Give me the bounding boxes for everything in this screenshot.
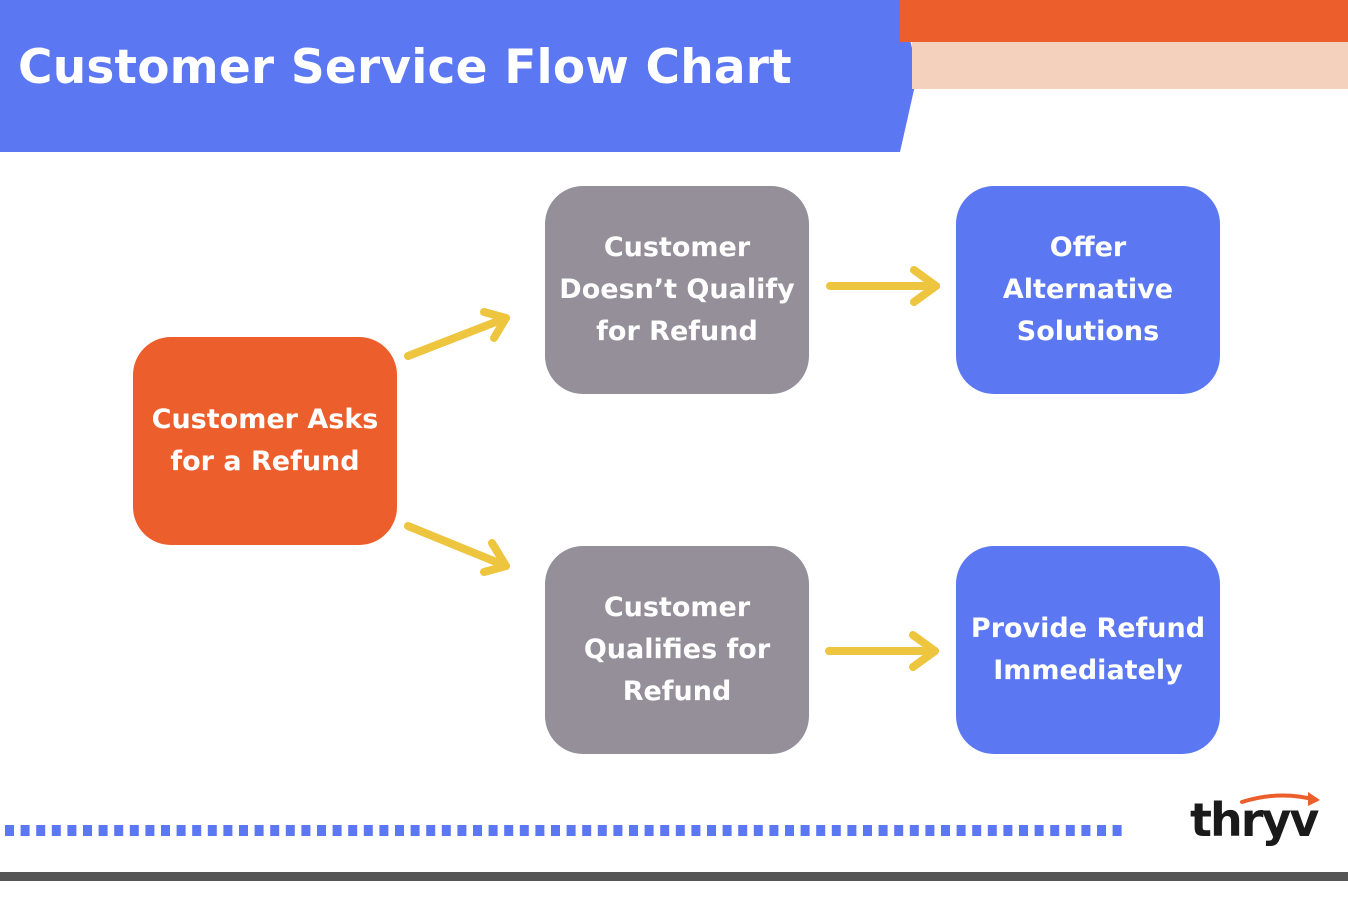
arrow-not-qualify-to-alternatives	[826, 266, 940, 306]
node-line: Customer	[603, 592, 751, 623]
node-line: Refund	[622, 676, 732, 707]
node-customer-asks-refund: Customer Asks for a Refund	[133, 337, 397, 545]
node-customer-doesnt-qualify: Customer Doesn’t Qualify for Refund	[545, 186, 809, 394]
node-line: Customer Asks	[151, 404, 379, 435]
arrow-start-to-not-qualify	[404, 308, 510, 360]
dotted-divider	[5, 825, 1127, 836]
node-line: Doesn’t Qualify	[559, 274, 795, 305]
node-customer-qualifies: Customer Qualifies for Refund	[545, 546, 809, 754]
node-line: for a Refund	[170, 446, 360, 477]
node-line: Immediately	[993, 655, 1183, 686]
node-line: Provide Refund	[970, 613, 1206, 644]
node-offer-alternative-solutions: Offer Alternative Solutions	[956, 186, 1220, 394]
header-stripe-peach	[912, 42, 1348, 89]
node-line: Solutions	[1016, 316, 1160, 347]
thryv-logo: thryv	[1190, 788, 1325, 848]
node-line: Customer	[603, 232, 751, 263]
arrow-qualifies-to-provide-refund	[825, 631, 939, 671]
node-line: for Refund	[596, 316, 758, 347]
header-stripe-orange	[900, 0, 1348, 42]
node-line: Offer	[1049, 232, 1127, 263]
header-banner	[0, 0, 920, 152]
arrow-start-to-qualifies	[404, 522, 510, 576]
node-line: Qualifies for	[583, 634, 771, 665]
page-title: Customer Service Flow Chart	[18, 40, 792, 95]
bottom-bar	[0, 872, 1348, 881]
node-provide-refund-immediately: Provide Refund Immediately	[956, 546, 1220, 754]
logo-wordmark: thryv	[1190, 793, 1319, 847]
node-line: Alternative	[1002, 274, 1174, 305]
